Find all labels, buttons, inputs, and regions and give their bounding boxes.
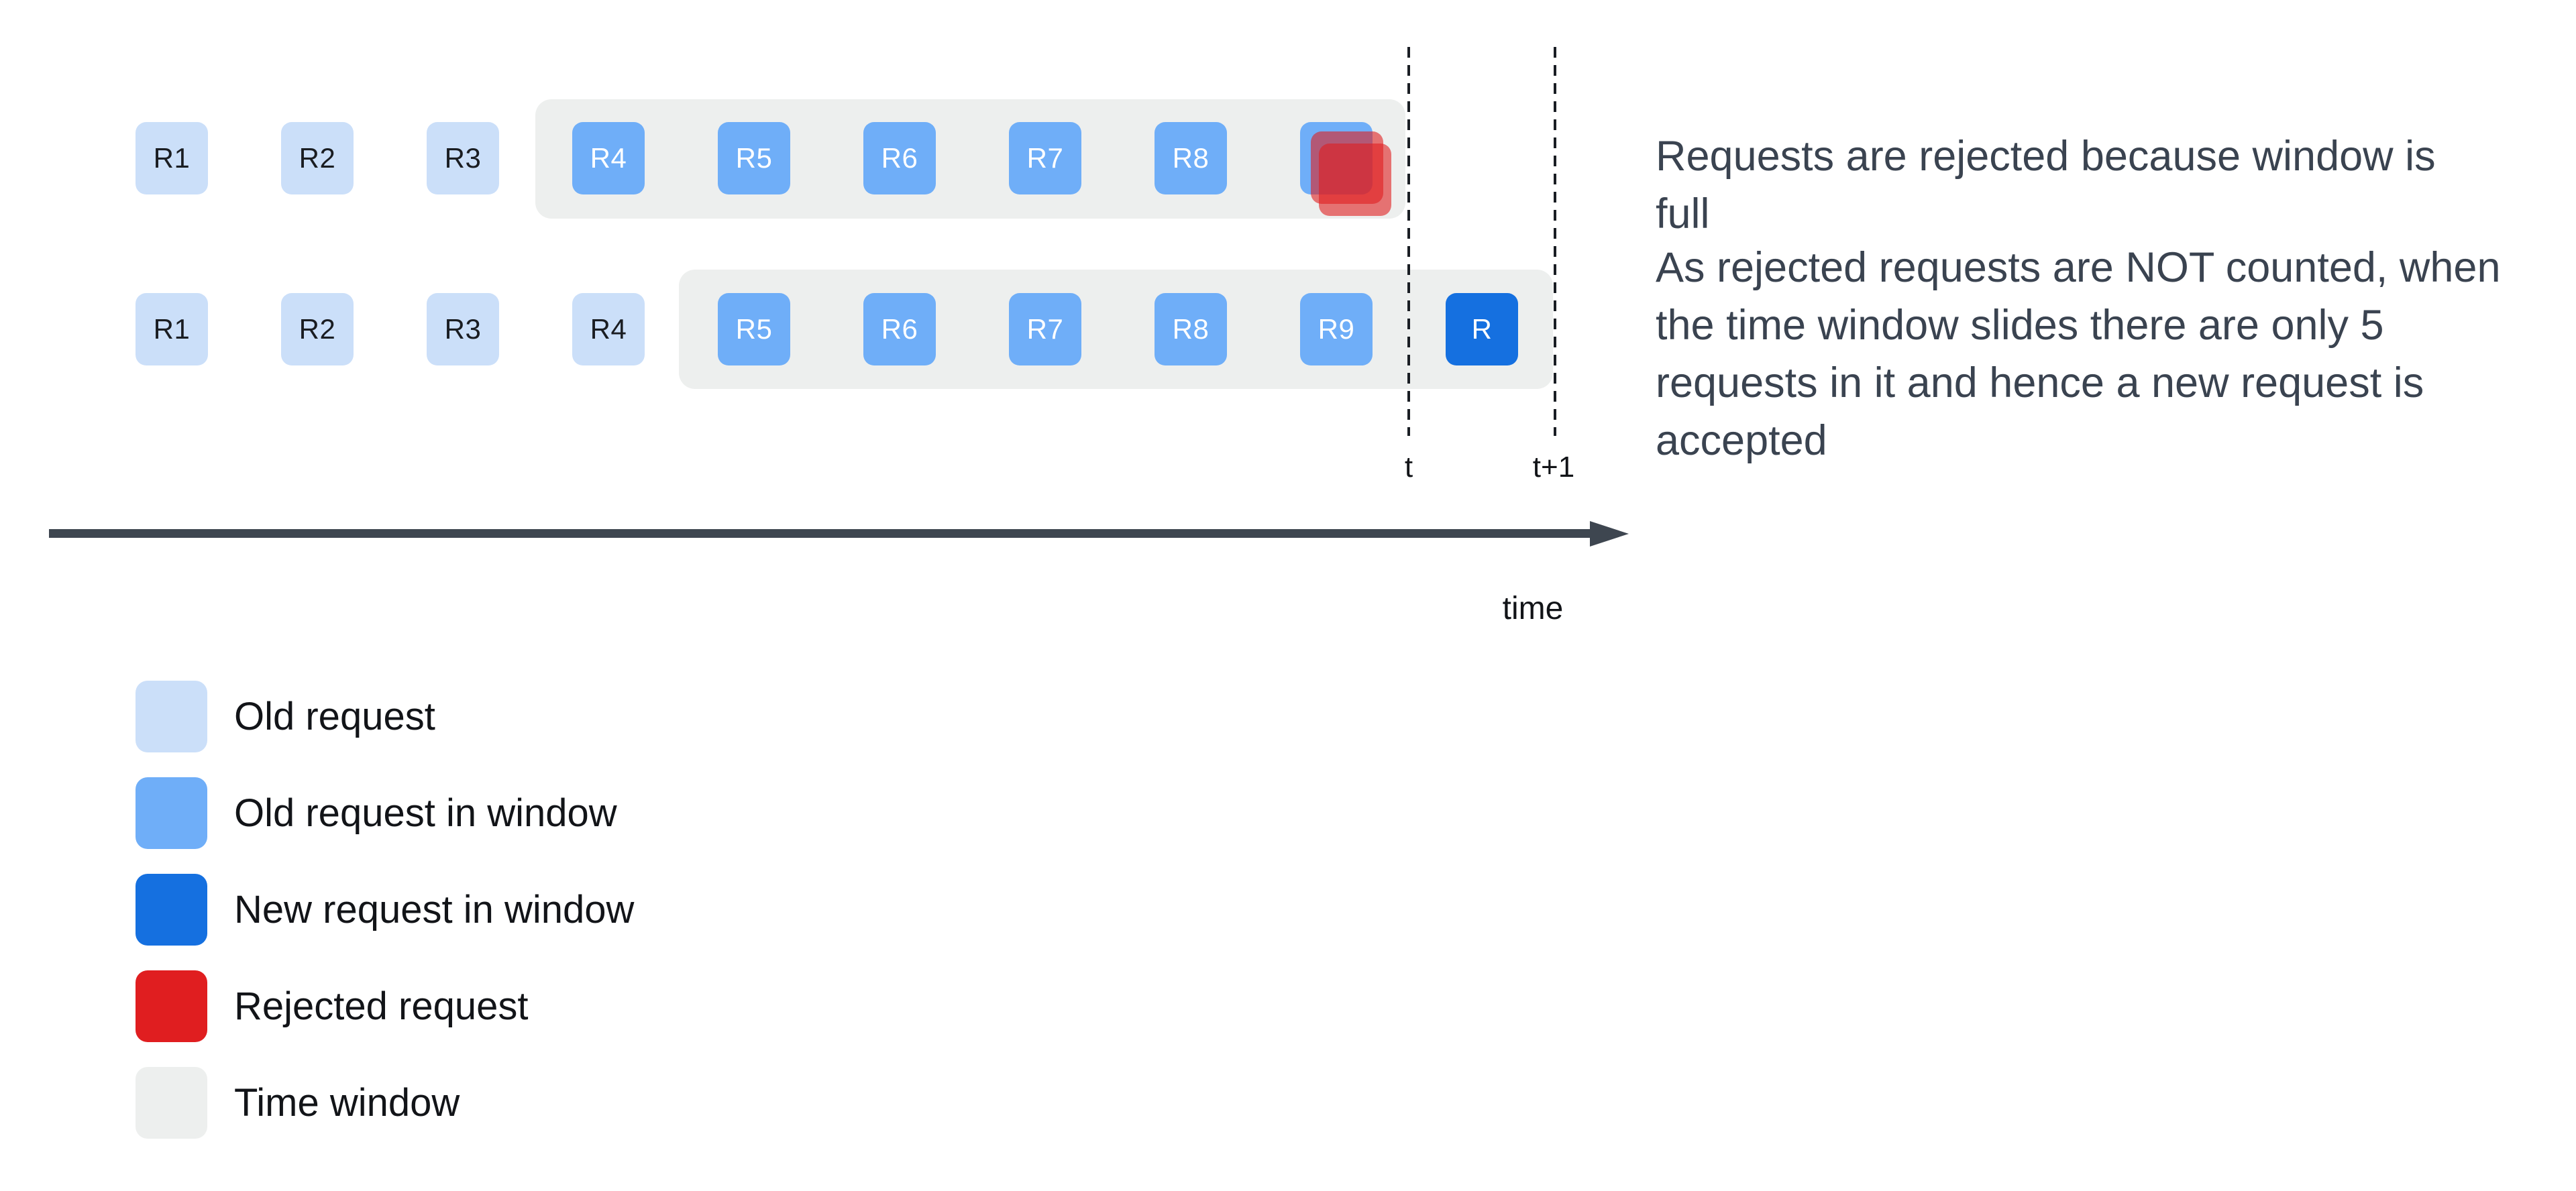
request-box-after-slide-r6: R6: [863, 293, 936, 365]
note-line: requests in it and hence a new request i…: [1656, 359, 2424, 406]
legend-item: New request in window: [136, 874, 634, 946]
request-box-before-slide-r7: R7: [1009, 122, 1081, 194]
time-window-row1: [535, 99, 1405, 219]
note-line: As rejected requests are NOT counted, wh…: [1656, 244, 2501, 291]
request-box-after-slide-r2: R2: [281, 293, 354, 365]
legend-label: New request in window: [234, 888, 635, 931]
request-box-before-slide-r5: R5: [718, 122, 790, 194]
request-box-after-slide-r3: R3: [427, 293, 499, 365]
request-box-after-slide-r: R: [1446, 293, 1518, 365]
legend-item: Time window: [136, 1067, 634, 1139]
legend-label: Old request: [234, 695, 435, 738]
legend-label: Old request in window: [234, 791, 617, 835]
request-box-before-slide-r1: R1: [136, 122, 208, 194]
dashed-line-t-plus-1: [1554, 47, 1556, 436]
rejected-request-overlay-2: [1319, 144, 1391, 216]
request-box-after-slide-r7: R7: [1009, 293, 1081, 365]
time-axis-line: [49, 529, 1590, 538]
note-requests-accepted: As rejected requests are NOT counted, wh…: [1656, 239, 2501, 469]
t-plus-1-label: t+1: [1532, 451, 1575, 484]
request-box-before-slide-r3: R3: [427, 122, 499, 194]
request-box-after-slide-r5: R5: [718, 293, 790, 365]
time-axis-label: time: [1502, 591, 1564, 626]
request-box-after-slide-r8: R8: [1155, 293, 1227, 365]
legend-swatch-old-request: [136, 681, 207, 752]
request-box-before-slide-r8: R8: [1155, 122, 1227, 194]
note-line: Requests are rejected because window is …: [1656, 133, 2436, 237]
time-axis-arrowhead-icon: [1590, 521, 1629, 547]
legend-label: Time window: [234, 1081, 460, 1125]
request-box-after-slide-r1: R1: [136, 293, 208, 365]
time-window-row2: [679, 270, 1553, 389]
legend-label: Rejected request: [234, 984, 529, 1028]
legend-swatch-rejected-request: [136, 970, 207, 1042]
note-requests-rejected: Requests are rejected because window is …: [1656, 127, 2501, 243]
request-box-before-slide-r2: R2: [281, 122, 354, 194]
dashed-line-t: [1407, 47, 1410, 436]
legend-item: Rejected request: [136, 970, 634, 1042]
request-box-before-slide-r4: R4: [572, 122, 645, 194]
legend-item: Old request: [136, 681, 634, 752]
legend-item: Old request in window: [136, 777, 634, 849]
request-box-after-slide-r4: R4: [572, 293, 645, 365]
legend-swatch-time-window: [136, 1067, 207, 1139]
note-line: accepted: [1656, 417, 1827, 464]
note-line: the time window slides there are only 5: [1656, 302, 2384, 349]
request-box-after-slide-r9: R9: [1300, 293, 1373, 365]
t-label: t: [1404, 451, 1413, 484]
legend-swatch-new-request-in-window: [136, 874, 207, 946]
legend-swatch-old-request-in-window: [136, 777, 207, 849]
request-box-before-slide-r6: R6: [863, 122, 936, 194]
